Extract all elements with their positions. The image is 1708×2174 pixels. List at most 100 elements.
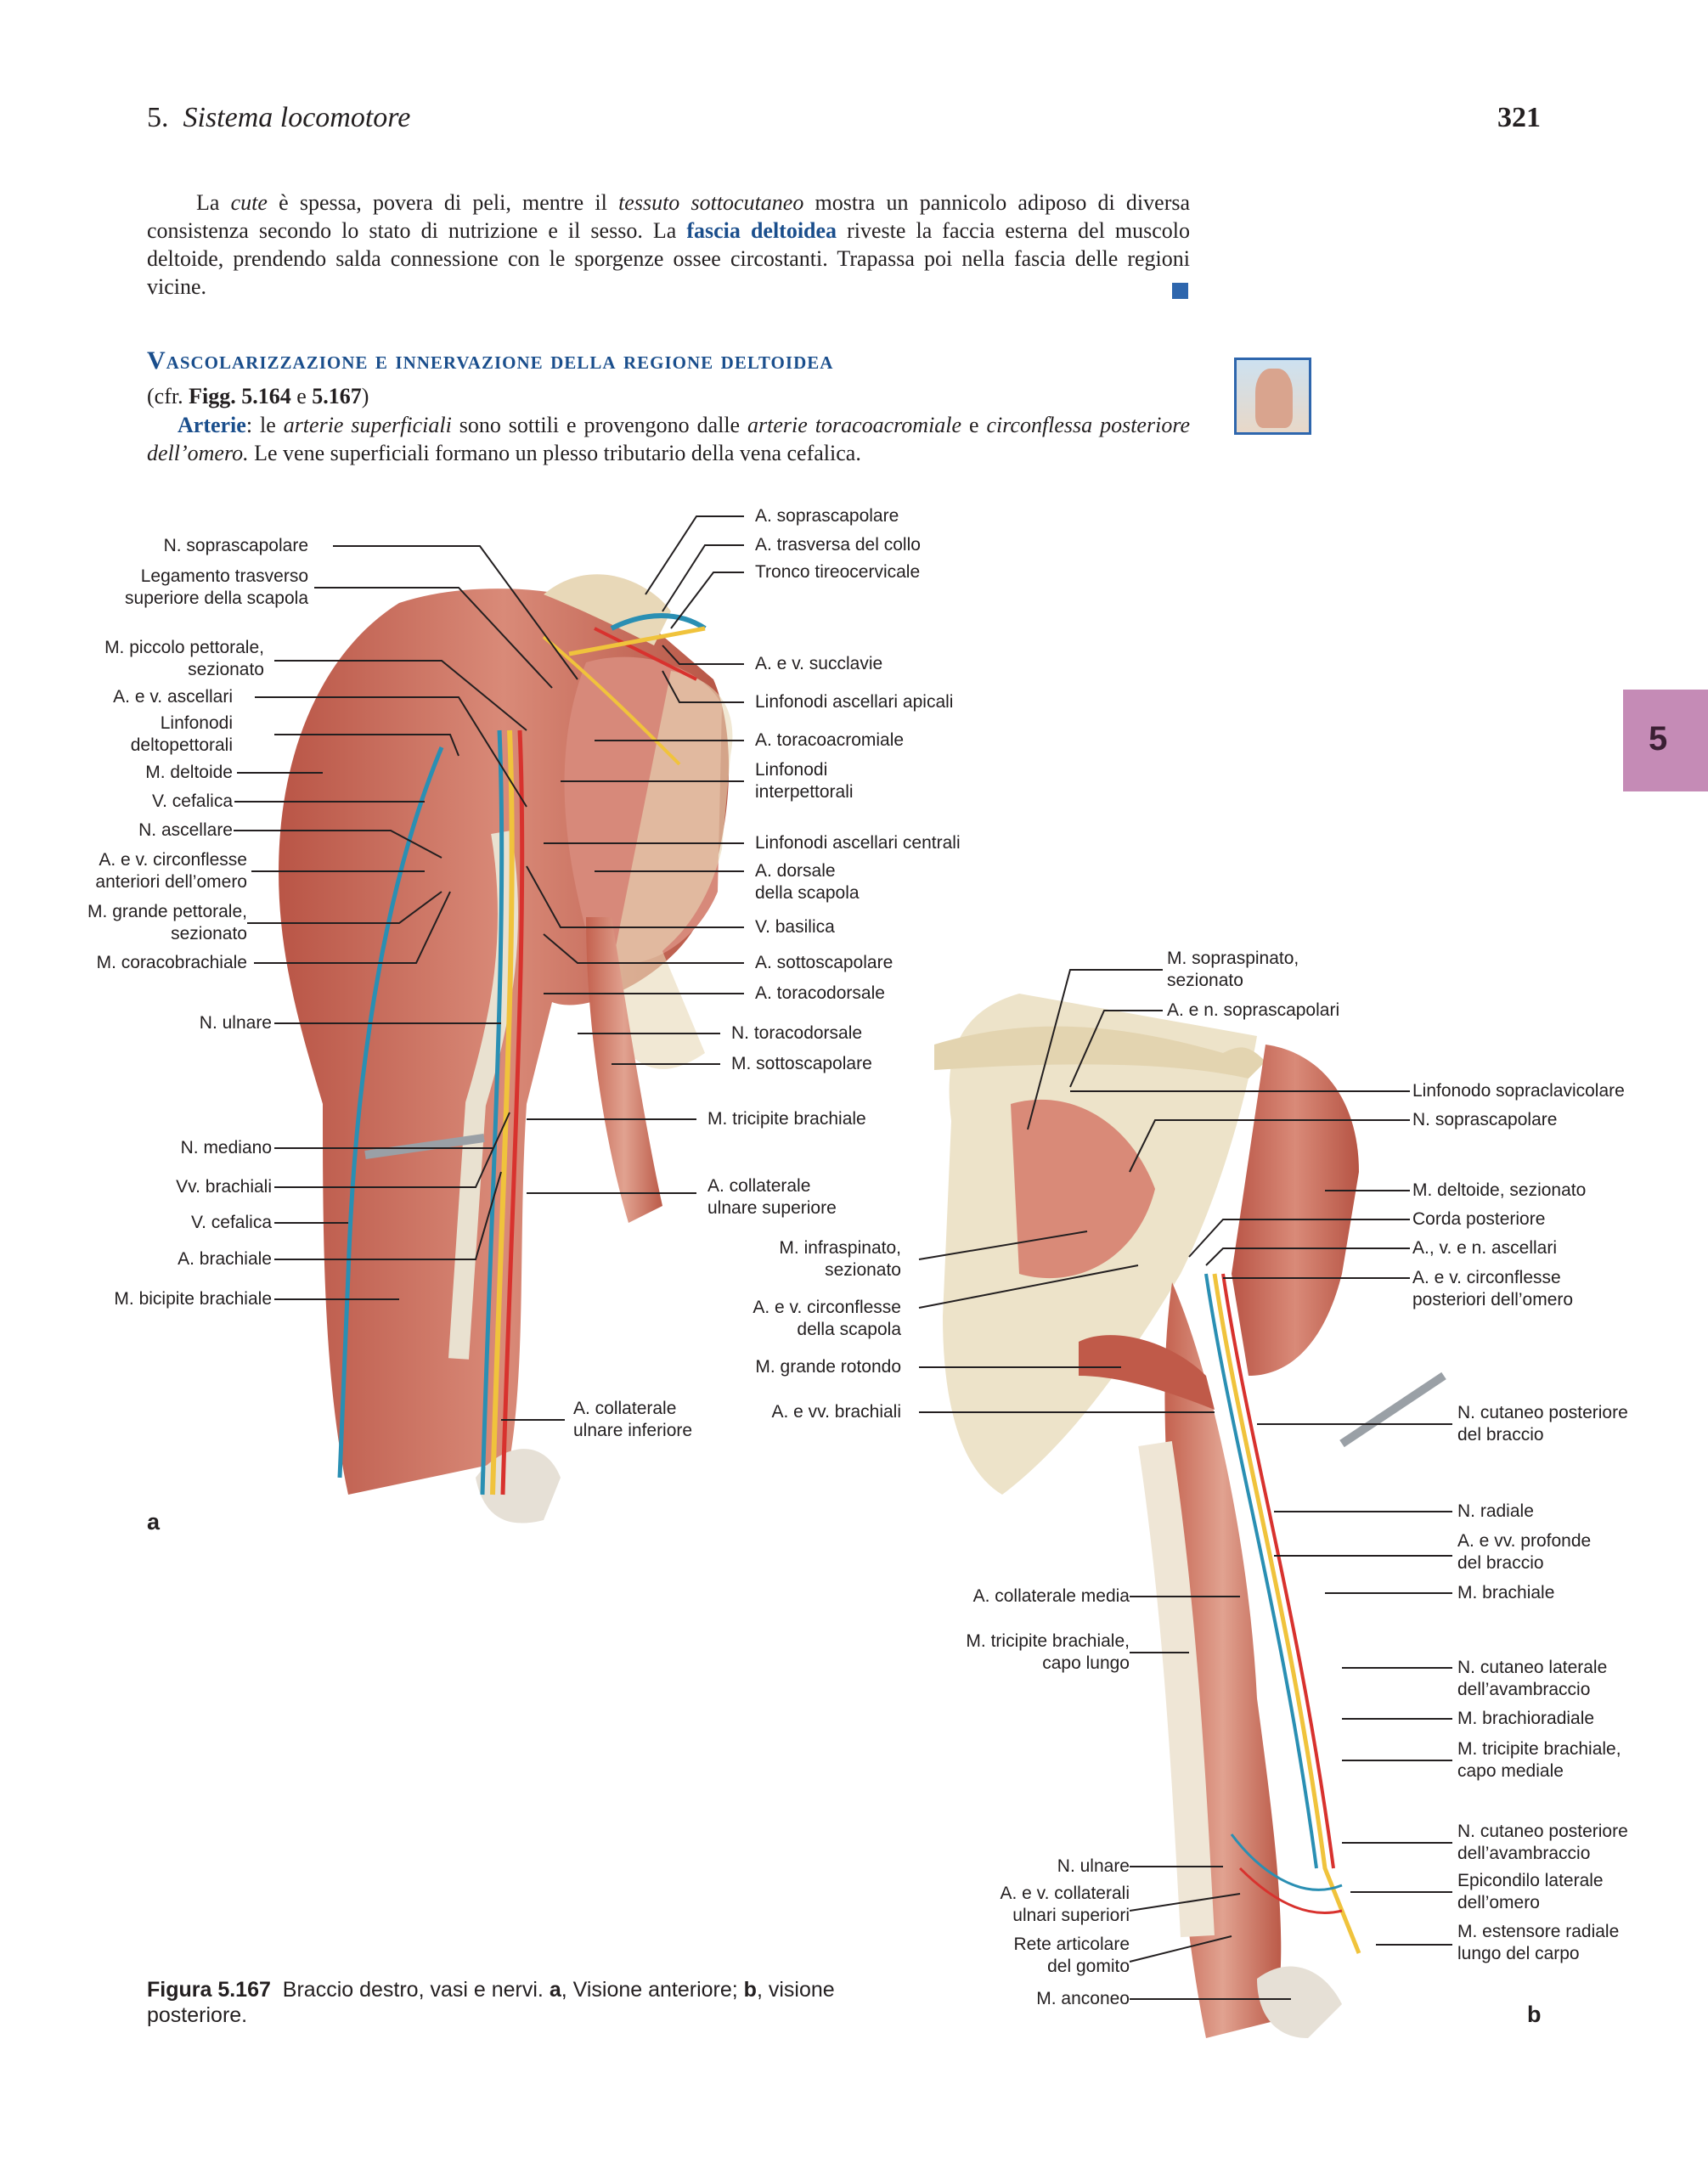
fig-a-label: M. grande pettorale,sezionato: [87, 902, 247, 943]
fig-a-label: M. tricipite brachiale: [707, 1109, 866, 1129]
figure-caption: Figura 5.167 Braccio destro, vasi e nerv…: [147, 1977, 911, 2028]
text: Braccio destro, vasi e nervi.: [270, 1978, 550, 2002]
fig-b-label: Linfonodo sopraclavicolare: [1412, 1081, 1625, 1101]
figure-reference: (cfr. Figg. 5.164 e 5.167): [147, 384, 369, 409]
running-header: 5. Sistema locomotore: [147, 102, 410, 134]
fig-b-label: M. anconeo: [1036, 1989, 1130, 2008]
fig-b-label: A., v. e n. ascellari: [1412, 1238, 1558, 1258]
term-cute: cute: [230, 190, 268, 215]
fig-a-label: Vv. brachiali: [176, 1177, 272, 1197]
term-circonflessa: circonflessa posteriore dell’omero.: [147, 413, 1191, 465]
fig-b-label: N. radiale: [1457, 1501, 1534, 1521]
fig-b-label: M. deltoide, sezionato: [1412, 1180, 1587, 1200]
fig-b-label: M. brachiale: [1457, 1583, 1555, 1602]
fig-b-label: Corda posteriore: [1412, 1209, 1546, 1229]
fig-b-label: M. brachioradiale: [1457, 1709, 1595, 1728]
fig-b-label: A. e vv. brachiali: [771, 1402, 901, 1422]
fig-a-label: N. soprascapolare: [163, 536, 308, 555]
fig-b-label: M. infraspinato,sezionato: [779, 1238, 901, 1280]
text: : le: [245, 413, 284, 437]
fig-a-label: V. basilica: [755, 917, 835, 937]
figure-b-letter: b: [1527, 2002, 1542, 2027]
text: a: [549, 1978, 561, 2002]
chapter-tab[interactable]: 5: [1623, 690, 1708, 791]
fig-a-label: A. toracodorsale: [755, 983, 885, 1003]
text: , visione posteriore.: [147, 1978, 835, 2027]
figure-a-letter: a: [147, 1509, 161, 1535]
fig-a-label: A. e v. ascellari: [113, 687, 233, 707]
fig-a-label: Linfonodi ascellari centrali: [755, 833, 961, 853]
text: e: [290, 384, 313, 408]
fig-a-label: Tronco tireocervicale: [755, 562, 921, 582]
text: b: [743, 1978, 757, 2002]
text: riveste la faccia esterna del muscolo de…: [147, 218, 1190, 299]
fig-b-label: N. ulnare: [1057, 1856, 1130, 1876]
chapter-title: Sistema locomotore: [183, 102, 411, 133]
fig-a-label: A. e v. succlavie: [755, 654, 883, 673]
chapter-number: 5.: [147, 102, 169, 133]
fig-a-label: A. trasversa del collo: [755, 535, 921, 555]
fig-a-label: N. ascellare: [138, 820, 233, 840]
text: , Visione anteriore;: [561, 1978, 744, 2002]
text: ): [361, 384, 369, 408]
term-fascia-deltoidea: fascia deltoidea: [686, 218, 837, 243]
term-tessuto-sottocutaneo: tessuto sottocutaneo: [618, 190, 804, 215]
text: (cfr.: [147, 384, 189, 408]
caption-label: Figura 5.167: [147, 1978, 271, 2002]
fig-a-label: N. toracodorsale: [731, 1023, 863, 1043]
section-thumbnail-icon: [1234, 358, 1311, 435]
fig-a-label: A. toracoacromiale: [755, 730, 905, 750]
fig-a-label: M. piccolo pettorale,sezionato: [104, 638, 264, 679]
fig-a-label: M. bicipite brachiale: [114, 1289, 272, 1309]
term-toracoacromiale: arterie toracoacromiale: [747, 413, 962, 437]
fig-b-label: M. sopraspinato,sezionato: [1167, 949, 1299, 990]
figure-link-5-164[interactable]: Figg. 5.164: [189, 384, 291, 408]
fig-a-label: A. brachiale: [178, 1249, 272, 1269]
figure-link-5-167[interactable]: 5.167: [312, 384, 362, 408]
section-heading: Vascolarizzazione e innervazione della r…: [147, 346, 834, 375]
text: e: [961, 413, 987, 437]
text: sono sottili e provengono dalle: [451, 413, 748, 437]
figure-a-leader-lines: [234, 515, 744, 1421]
body-paragraph-2: Arterie: le arterie superficiali sono so…: [147, 411, 1190, 467]
page-number: 321: [1497, 102, 1541, 133]
fig-a-label: V. cefalica: [152, 791, 233, 811]
body-paragraph-1: La cute è spessa, povera di peli, mentre…: [147, 189, 1190, 301]
fig-b-label: N. soprascapolare: [1412, 1110, 1558, 1129]
figure-b-drawing: [934, 994, 1446, 2038]
figure-a-drawing: [279, 574, 733, 1523]
text: Le vene superficiali formano un plesso t…: [248, 441, 861, 465]
fig-b-label: A. e n. soprascapolari: [1167, 1000, 1340, 1020]
text: mostra un pannicolo adiposo di diversa c…: [147, 190, 1191, 243]
fig-a-label: V. cefalica: [191, 1213, 272, 1232]
fig-a-label: N. ulnare: [199, 1013, 272, 1033]
term-arterie-superficiali: arterie superficiali: [283, 413, 452, 437]
fig-a-label: M. sottoscapolare: [731, 1054, 872, 1073]
figure-b-leader-lines: [918, 969, 1452, 2000]
fig-a-label: M. deltoide: [145, 763, 233, 782]
fig-b-label: A. collaterale media: [972, 1586, 1130, 1606]
fig-b-label: M. tricipite brachiale,capo mediale: [1457, 1739, 1621, 1781]
chapter-tab-label: 5: [1649, 720, 1668, 758]
fig-a-label: A. sottoscapolare: [755, 953, 893, 972]
text: è spessa, povera di peli, mentre il: [267, 190, 619, 215]
fig-a-label: A. soprascapolare: [755, 506, 899, 526]
fig-a-label: Linfonodi ascellari apicali: [755, 692, 954, 712]
